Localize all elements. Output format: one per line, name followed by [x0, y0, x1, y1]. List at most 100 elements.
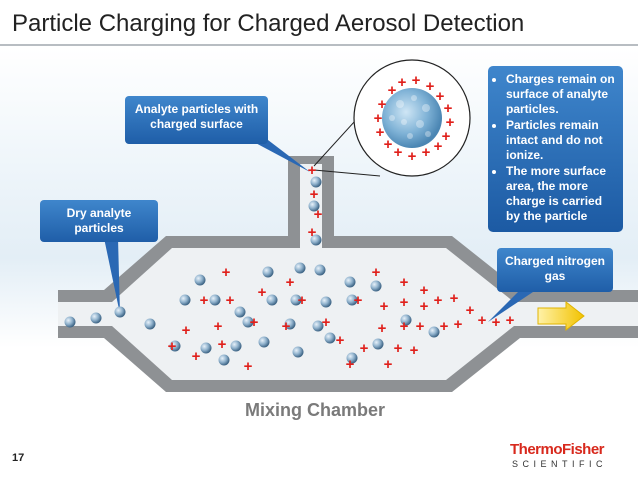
analyte-particle	[169, 340, 181, 352]
analyte-particle	[308, 200, 320, 212]
analyte-particle	[64, 316, 76, 328]
page-number: 17	[12, 452, 25, 464]
analyte-particle	[294, 262, 306, 274]
title-divider	[0, 44, 638, 46]
analyte-particle	[428, 326, 440, 338]
charge-plus-icon: +	[444, 100, 453, 117]
analyte-particle	[320, 296, 332, 308]
charge-plus-icon: +	[466, 302, 475, 319]
charge-plus-icon: +	[308, 162, 317, 179]
analyte-particle	[310, 234, 322, 246]
analyte-particle	[314, 264, 326, 276]
charge-plus-icon: +	[434, 138, 443, 155]
charge-plus-icon: +	[298, 292, 307, 309]
charge-plus-icon: +	[376, 124, 385, 141]
analyte-particle	[262, 266, 274, 278]
charge-plus-icon: +	[412, 72, 421, 89]
charge-plus-icon: +	[388, 82, 397, 99]
analyte-particle	[258, 336, 270, 348]
charge-plus-icon: +	[398, 74, 407, 91]
charge-plus-icon: +	[446, 114, 455, 131]
charge-plus-icon: +	[384, 356, 393, 373]
charged-gas-callout: Charged nitrogen gas	[497, 248, 613, 292]
analyte-particle	[90, 312, 102, 324]
analyte-particle	[284, 318, 296, 330]
charge-plus-icon: +	[492, 314, 501, 331]
analyte-particle	[312, 320, 324, 332]
charge-plus-icon: +	[420, 298, 429, 315]
charge-plus-icon: +	[310, 186, 319, 203]
charge-plus-icon: +	[434, 292, 443, 309]
analyte-particle	[324, 332, 336, 344]
nitrogen-arrow	[537, 300, 585, 332]
analyte-particle	[230, 340, 242, 352]
charge-plus-icon: +	[168, 338, 177, 355]
charge-plus-icon: +	[478, 312, 487, 329]
analyte-particle	[346, 352, 358, 364]
charge-plus-icon: +	[454, 316, 463, 333]
charge-plus-icon: +	[314, 206, 323, 223]
charge-plus-icon: +	[308, 224, 317, 241]
charge-plus-icon: +	[436, 88, 445, 105]
analyte-particle	[194, 274, 206, 286]
analyte-particle	[292, 346, 304, 358]
analyte-particle	[234, 306, 246, 318]
charge-plus-icon: +	[440, 318, 449, 335]
charge-plus-icon: +	[400, 274, 409, 291]
charge-plus-icon: +	[214, 318, 223, 335]
thermo-fisher-logo: ThermoFisher SCIENTIFIC	[510, 442, 628, 476]
analyte-particle	[372, 338, 384, 350]
charge-plus-icon: +	[416, 318, 425, 335]
info-bullet: Charges remain on surface of analyte par…	[506, 72, 617, 117]
dry-callout-pointer	[104, 238, 120, 314]
chamber-label: Mixing Chamber	[244, 400, 386, 420]
magnified-particle-texture	[389, 95, 431, 139]
charge-plus-icon: +	[372, 264, 381, 281]
charge-plus-icon: +	[226, 292, 235, 309]
charge-plus-icon: +	[422, 144, 431, 161]
charge-plus-icon: +	[218, 336, 227, 353]
charge-plus-icon: +	[400, 318, 409, 335]
analyte-particles-callout: Analyte particles with charged surface	[125, 96, 268, 144]
charge-plus-icon: +	[346, 356, 355, 373]
analyte-particle	[310, 176, 322, 188]
charge-plus-icon: +	[192, 348, 201, 365]
logo-subtitle: SCIENTIFIC	[512, 459, 608, 469]
magnified-particle	[382, 88, 442, 148]
charge-plus-icon: +	[250, 314, 259, 331]
charged-callout-pointer	[488, 290, 536, 322]
chamber-interior	[58, 164, 638, 380]
info-box: Charges remain on surface of analyte par…	[488, 66, 623, 232]
charge-plus-icon: +	[420, 282, 429, 299]
info-bullet-list: Charges remain on surface of analyte par…	[496, 72, 617, 224]
info-bullet: The more surface area, the more charge i…	[506, 164, 617, 224]
dry-particles-callout: Dry analyte particles	[40, 200, 158, 242]
info-bullet: Particles remain intact and do not ioniz…	[506, 118, 617, 163]
charge-plus-icon: +	[282, 318, 291, 335]
analyte-particle	[266, 294, 278, 306]
charge-plus-icon: +	[244, 358, 253, 375]
charge-plus-icon: +	[426, 78, 435, 95]
charge-plus-icon: +	[258, 284, 267, 301]
charge-plus-icon: +	[182, 322, 191, 339]
charge-plus-icon: +	[222, 264, 231, 281]
analyte-particle	[370, 280, 382, 292]
charge-plus-icon: +	[286, 274, 295, 291]
logo-wordmark: ThermoFisher	[510, 441, 605, 458]
analyte-particle	[242, 316, 254, 328]
charge-plus-icon: +	[200, 292, 209, 309]
analyte-particle	[114, 306, 126, 318]
charge-plus-icon: +	[336, 332, 345, 349]
charge-plus-icon: +	[450, 290, 459, 307]
charge-plus-icon: +	[408, 148, 417, 165]
analyte-particle	[144, 318, 156, 330]
charge-plus-icon: +	[354, 292, 363, 309]
charge-plus-icon: +	[442, 128, 451, 145]
analyte-particle	[218, 354, 230, 366]
analyte-particle	[400, 314, 412, 326]
page-title: Particle Charging for Charged Aerosol De…	[12, 10, 525, 37]
magnifier-connector-lower	[313, 169, 381, 177]
charge-plus-icon: +	[374, 110, 383, 127]
analyte-callout-pointer	[250, 140, 310, 172]
